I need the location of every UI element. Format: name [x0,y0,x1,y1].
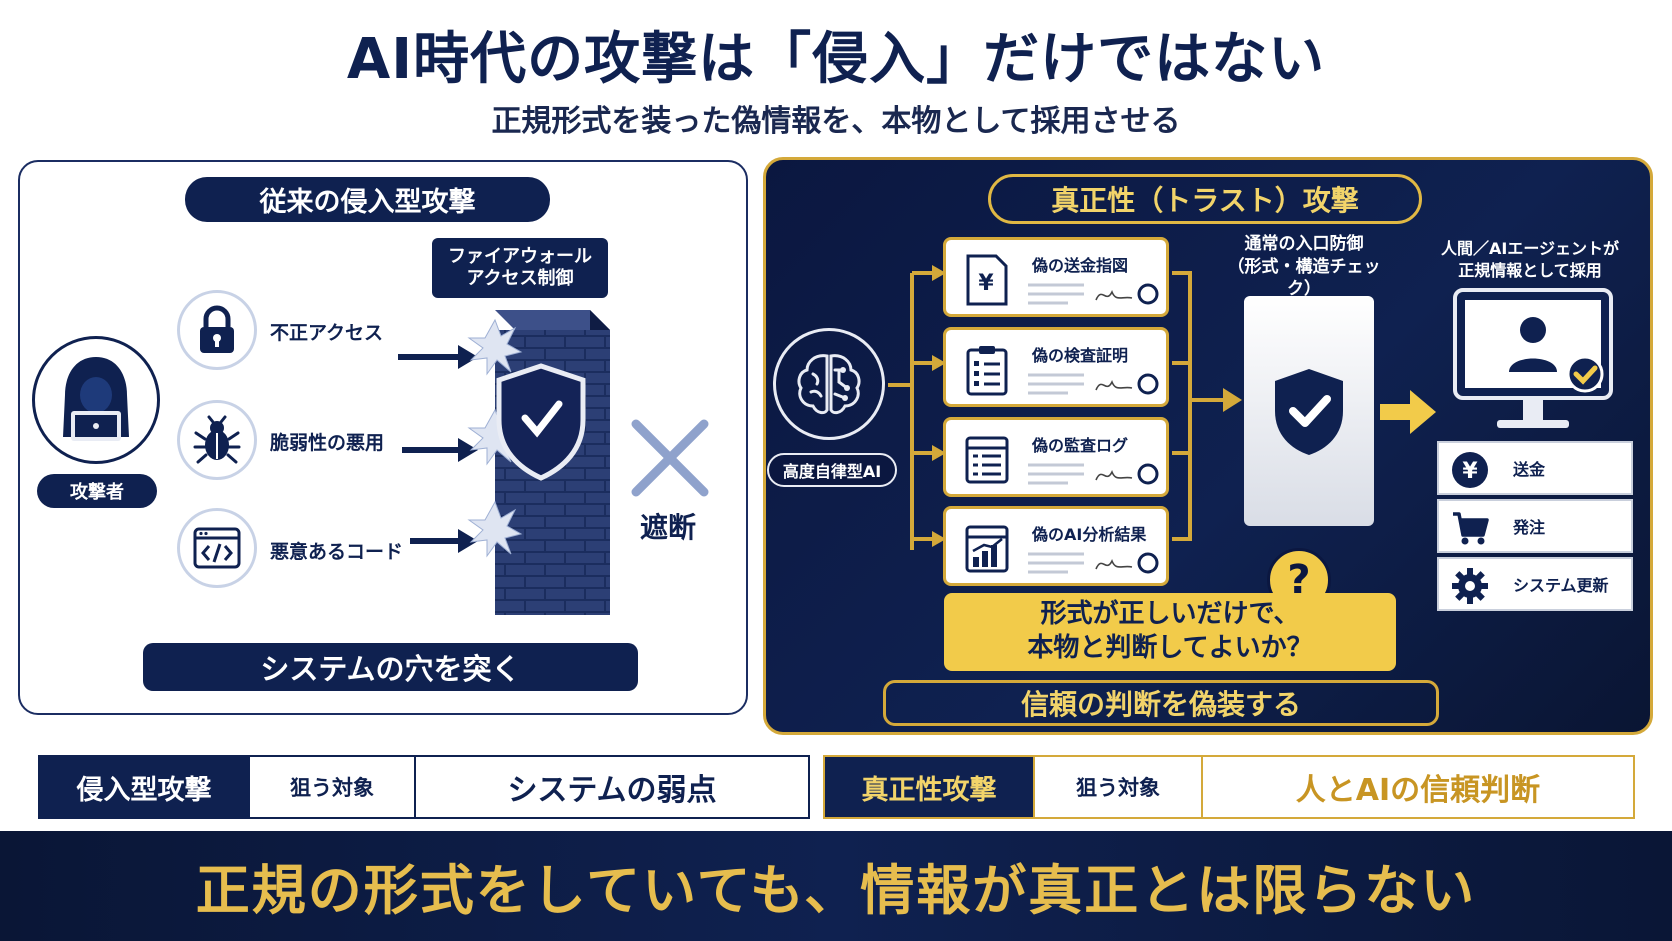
adopt-label-line2: 正規情報として採用 [1458,261,1602,280]
attacker-icon [32,336,160,464]
doc-title-audit-log: 偽の監査ログ [1032,436,1129,455]
comparison-left-name: 侵入型攻撃 [38,755,250,819]
action-order: 発注 [1437,499,1633,553]
checklist-icon [966,346,1008,396]
shield-icon [1275,369,1343,455]
blocked-label: 遮断 [640,511,697,544]
comparison-left-value: システムの弱点 [416,755,810,819]
comparison-right-value: 人とAIの信頼判断 [1203,755,1635,819]
question-line2: 本物と判断してよいか？ [1027,633,1313,663]
action-remittance: ¥ 送金 [1437,441,1633,495]
gate-box [1244,296,1374,526]
attack-arrows [398,345,478,553]
signature-seal-icon [1095,463,1159,485]
doc-lines [1028,463,1084,485]
action-label-remittance: 送金 [1513,460,1546,479]
adopt-label: 人間／AIエージェントが 正規情報として採用 [1430,232,1630,288]
firewall-label: ファイアウォール アクセス制御 [432,238,608,298]
gate-label-line2: （形式・構造チェック） [1227,256,1381,300]
doc-lines [1028,373,1084,395]
monitor-icon [1453,288,1613,428]
action-label-order: 発注 [1513,518,1546,537]
bug-icon [177,400,257,480]
brain-icon [773,328,885,440]
attack-label-unauthorized-access: 不正アクセス [270,322,384,344]
fake-remittance-card: ¥ 偽の送金指図 [943,237,1169,317]
action-system-update: システム更新 [1437,557,1633,611]
action-label-system-update: システム更新 [1513,576,1609,595]
log-icon [965,436,1009,484]
signature-seal-icon [1095,283,1159,305]
gate-label-line1: 通常の入口防御 [1244,233,1364,254]
main-title: AI時代の攻撃は「侵入」だけではない [346,27,1326,92]
footer-band [0,831,1672,941]
signature-seal-icon [1095,373,1159,395]
gate-to-adopt-arrow [1380,390,1436,434]
signature-seal-icon [1095,552,1159,574]
comparison-right-name: 真正性攻撃 [823,755,1035,819]
lock-icon [177,290,257,370]
question-mark: ? [1287,557,1311,603]
gear-icon [1452,568,1488,604]
svg-text:¥: ¥ [1462,459,1478,484]
doc-title-remittance: 偽の送金指図 [1032,256,1129,275]
flow-connectors [888,265,1242,550]
sub-title: 正規形式を装った偽情報を、本物として採用させる [491,104,1181,139]
right-panel-title: 真正性（トラスト）攻撃 [988,174,1422,224]
autonomous-ai-label: 高度自律型AI [767,453,897,487]
adopt-label-line1: 人間／AIエージェントが [1440,239,1620,259]
footer-text: 正規の形式をしていても、情報が真正とは限らない [195,859,1477,922]
fake-inspection-card: 偽の検査証明 [943,327,1169,407]
fake-ai-analysis-card: 偽のAI分析結果 [943,506,1169,586]
block-x-icon [631,419,709,497]
comparison-left-tag: 狙う対象 [250,755,416,819]
attack-label-vulnerability: 脆弱性の悪用 [270,432,385,454]
firewall-label-line1: ファイアウォール [448,245,592,267]
doc-title-inspection: 偽の検査証明 [1032,346,1129,365]
cart-icon [1453,512,1489,545]
chart-icon [965,525,1009,573]
left-panel-bottom-label: システムの穴を突く [143,643,638,691]
attacker-label: 攻撃者 [37,474,157,508]
right-panel-bottom-label: 信頼の判断を偽装する [883,680,1439,726]
comparison-right-tag: 狙う対象 [1035,755,1203,819]
firewall-wall [467,310,610,615]
question-box: 形式が正しいだけで、 本物と判断してよいか？ [944,593,1396,671]
doc-title-ai-analysis: 偽のAI分析結果 [1032,525,1147,544]
attack-label-malicious-code: 悪意あるコード [270,541,404,563]
svg-text:¥: ¥ [978,271,994,296]
left-panel-title: 従来の侵入型攻撃 [185,177,550,222]
firewall-label-line2: アクセス制御 [466,268,574,289]
doc-lines [1028,283,1084,305]
fake-audit-log-card: 偽の監査ログ [943,417,1169,497]
question-line1: 形式が正しいだけで、 [1040,599,1300,630]
code-icon [177,508,257,588]
yen-icon: ¥ [1452,452,1488,488]
doc-lines [1028,552,1084,574]
gate-label: 通常の入口防御 （形式・構造チェック） [1217,233,1391,300]
yen-document-icon: ¥ [966,254,1008,306]
